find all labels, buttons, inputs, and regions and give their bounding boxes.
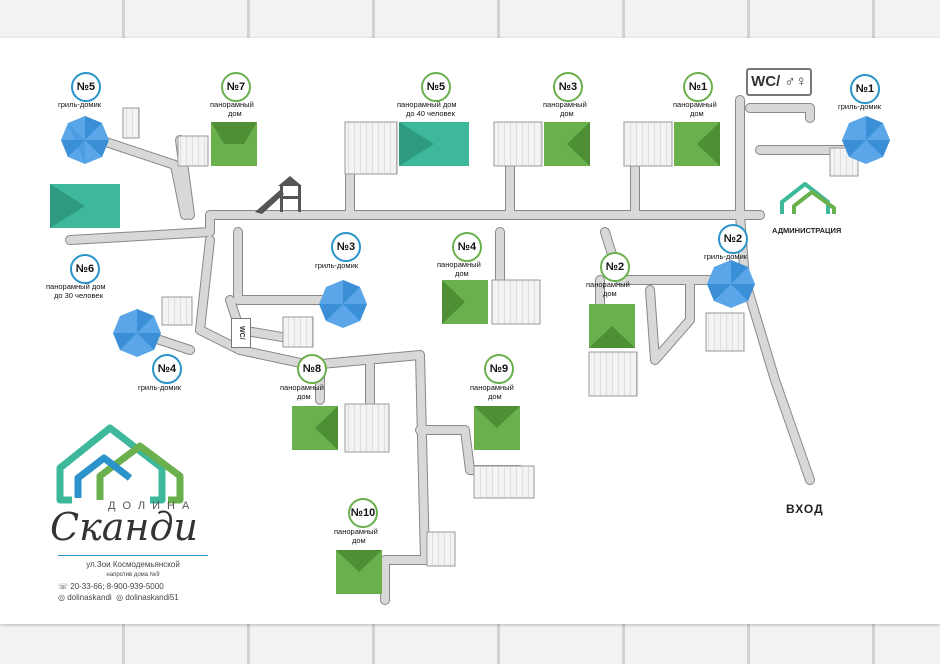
grill-houses bbox=[61, 116, 890, 357]
deck bbox=[491, 279, 541, 325]
deck bbox=[122, 107, 140, 139]
social-2[interactable]: dolinaskandi51 bbox=[125, 593, 179, 602]
marker-badge-house-7[interactable]: №7 bbox=[221, 72, 251, 102]
marker-label-grill-5: гриль-домик bbox=[58, 100, 102, 109]
logo-icon bbox=[56, 424, 184, 504]
deck bbox=[344, 121, 398, 175]
marker-badge-house-2[interactable]: №2 bbox=[600, 252, 630, 282]
address-note: напротив дома №9 bbox=[106, 572, 160, 578]
deck bbox=[829, 147, 859, 177]
social-row: ◎ dolinaskandi ◎ dolinaskandi51 bbox=[58, 592, 208, 603]
marker-badge-house-6[interactable]: №6 bbox=[70, 254, 100, 284]
marker-badge-grill-1[interactable]: №1 bbox=[850, 74, 880, 104]
house-9 bbox=[474, 406, 520, 450]
marker-badge-house-9[interactable]: №9 bbox=[484, 354, 514, 384]
brand-name: Сканди bbox=[50, 505, 199, 549]
marker-badge-house-3[interactable]: №3 bbox=[553, 72, 583, 102]
marker-label-house-5: панорамный дом bbox=[397, 100, 457, 109]
marker-label-house-6: панорамный дом bbox=[46, 282, 106, 291]
grill-3 bbox=[319, 280, 367, 328]
address: ул.Зои Космодемьянской bbox=[86, 560, 180, 569]
marker-badge-house-4[interactable]: №4 bbox=[452, 232, 482, 262]
house-3 bbox=[544, 122, 590, 166]
social-1[interactable]: dolinaskandi bbox=[67, 593, 112, 602]
marker-label-house-3-l2: дом bbox=[560, 109, 574, 118]
marker-badge-house-1[interactable]: №1 bbox=[683, 72, 713, 102]
marker-label-house-7-l1: панорамный bbox=[210, 100, 254, 109]
administration-icon bbox=[780, 182, 836, 214]
deck bbox=[493, 121, 543, 167]
wc-sign[interactable]: WC/ ♂♀ bbox=[746, 68, 812, 96]
marker-label-house-7-l2: дом bbox=[228, 109, 242, 118]
house-5 bbox=[399, 122, 469, 166]
marker-label-house-9-l1: панорамный bbox=[470, 383, 514, 392]
house-4 bbox=[442, 280, 488, 324]
marker-badge-grill-4[interactable]: №4 bbox=[152, 354, 182, 384]
marker-label-house-1-l1: панорамный bbox=[673, 100, 717, 109]
marker-label-grill-2: гриль-домик bbox=[704, 252, 748, 261]
marker-label-grill-1: гриль-домик bbox=[838, 102, 882, 111]
deck bbox=[282, 316, 314, 348]
marker-label-house-10-l2: дом bbox=[352, 536, 366, 545]
marker-label-house-1-l2: дом bbox=[690, 109, 704, 118]
house-8 bbox=[292, 406, 338, 450]
marker-badge-house-5[interactable]: №5 bbox=[421, 72, 451, 102]
phones[interactable]: 20-33-66; 8-900-939-5000 bbox=[70, 582, 164, 591]
house-6 bbox=[50, 184, 120, 228]
panoramic-houses bbox=[50, 122, 720, 594]
marker-label-house-2-l2: дом bbox=[603, 289, 617, 298]
administration-label: АДМИНИСТРАЦИЯ bbox=[772, 226, 842, 235]
deck bbox=[426, 531, 456, 567]
house-10 bbox=[336, 550, 382, 594]
deck bbox=[588, 351, 638, 397]
grill-2 bbox=[707, 260, 755, 308]
marker-badge-grill-5[interactable]: №5 bbox=[71, 72, 101, 102]
contact-block: ул.Зои Космодемьянской напротив дома №9 … bbox=[58, 555, 208, 603]
grill-1 bbox=[842, 116, 890, 164]
marker-label-house-4-l1: панорамный bbox=[437, 260, 481, 269]
marker-badge-house-8[interactable]: №8 bbox=[297, 354, 327, 384]
brand-subtitle: ДОЛИНА bbox=[108, 500, 197, 512]
marker-label-house-3-l1: панорамный bbox=[543, 100, 587, 109]
toilet-icon: ♂♀ bbox=[780, 73, 807, 90]
instagram-icon: ◎ bbox=[58, 593, 68, 602]
phone-icon: ☏ bbox=[58, 582, 71, 591]
marker-note-house-5: до 40 человек bbox=[406, 109, 455, 118]
marker-label-grill-3: гриль-домик bbox=[315, 261, 359, 270]
deck bbox=[177, 135, 209, 167]
vk-icon: ◎ bbox=[116, 593, 126, 602]
wc-small-sign[interactable]: WC/ bbox=[231, 318, 251, 348]
deck bbox=[705, 312, 745, 352]
entrance-label: ВХОД bbox=[786, 502, 824, 516]
playground-icon bbox=[255, 176, 302, 214]
phone-row: ☏ 20-33-66; 8-900-939-5000 bbox=[58, 581, 208, 592]
grill-4 bbox=[113, 309, 161, 357]
wc-small-label: WC/ bbox=[238, 326, 245, 340]
marker-badge-grill-3[interactable]: №3 bbox=[331, 232, 361, 262]
deck bbox=[623, 121, 673, 167]
marker-label-house-2-l1: панорамный bbox=[586, 280, 630, 289]
marker-badge-grill-2[interactable]: №2 bbox=[718, 224, 748, 254]
marker-note-house-6: до 30 человек bbox=[54, 291, 103, 300]
marker-label-house-9-l2: дом bbox=[488, 392, 502, 401]
wc-label: WC/ bbox=[751, 73, 781, 90]
marker-label-house-8-l2: дом bbox=[297, 392, 311, 401]
marker-label-house-4-l2: дом bbox=[455, 269, 469, 278]
house-1 bbox=[674, 122, 720, 166]
house-7 bbox=[211, 122, 257, 166]
deck bbox=[161, 296, 193, 326]
grill-5 bbox=[61, 116, 109, 164]
house-2 bbox=[589, 304, 635, 348]
deck bbox=[344, 403, 390, 453]
marker-label-house-10-l1: панорамный bbox=[334, 527, 378, 536]
marker-label-house-8-l1: панорамный bbox=[280, 383, 324, 392]
marker-label-grill-4: гриль-домик bbox=[138, 383, 182, 392]
marker-badge-house-10[interactable]: №10 bbox=[348, 498, 378, 528]
deck bbox=[473, 465, 535, 499]
wooden-decks bbox=[122, 107, 859, 567]
